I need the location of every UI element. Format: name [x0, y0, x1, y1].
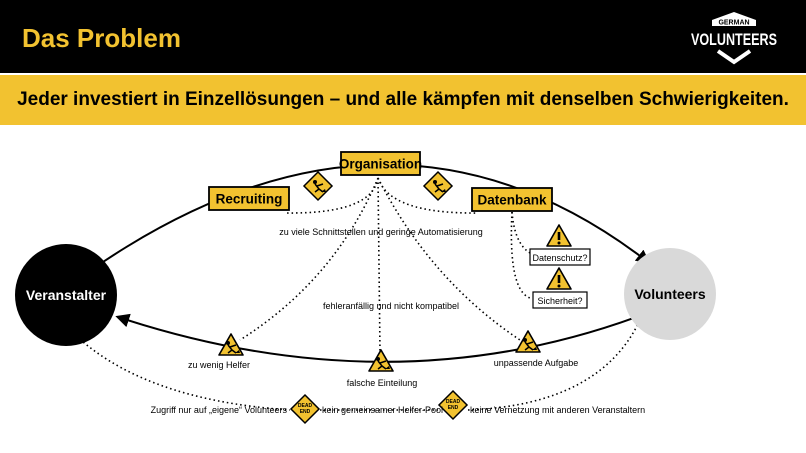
worker-icon [303, 171, 333, 201]
page-title: Das Problem [22, 23, 181, 53]
organisation-box [340, 151, 421, 176]
veranstalter-label: Veranstalter [26, 287, 107, 303]
warning-icon [546, 224, 572, 247]
warning-icon [546, 267, 572, 290]
falsche-einteilung-label: falsche Einteilung [347, 378, 418, 388]
header-bar: Das Problem GERMAN VOLUNTEERS [0, 0, 806, 73]
datenbank-box [471, 187, 553, 212]
dead-end-item-1: Zugriff nur auf „eigene“ Volunteers [151, 405, 288, 415]
organisation-label: Organisation [339, 157, 422, 172]
dead-end-item-2: kein gemeinsamer Helfer-Pool [322, 405, 443, 415]
datenschutz-box [529, 248, 591, 266]
dotted-connectors [69, 177, 641, 411]
sicherheit-box [532, 291, 588, 309]
dead-end-word-2: END [448, 405, 459, 411]
dead-end-word-1: DEAD [446, 399, 461, 405]
dead-end-word-1: DEAD [298, 403, 313, 409]
bottom-arc-connector [115, 309, 656, 363]
fehleranfaellig-label: fehleranfällig und nicht kompatibel [323, 301, 459, 311]
recruiting-label: Recruiting [216, 192, 283, 207]
zu-wenig-helfer-label: zu wenig Helfer [188, 360, 250, 370]
logo-top-text: GERMAN [718, 20, 749, 27]
subtitle-bar: Jeder investiert in Einzellösungen – und… [0, 75, 806, 125]
recruiting-box [208, 186, 290, 211]
volunteers-node [624, 248, 716, 340]
veranstalter-node [15, 244, 117, 346]
worker-icon [423, 171, 453, 201]
worker-icon [368, 349, 394, 372]
schnittstellen-label: zu viele Schnittstellen und geringe Auto… [279, 227, 483, 237]
subtitle: Jeder investiert in Einzellösungen – und… [17, 89, 789, 110]
volunteers-label: Volunteers [634, 286, 706, 302]
problem-diagram: Veranstalter Volunteers Organisation Rec… [15, 151, 716, 424]
dead-end-item-3: keine Vernetzung mit anderen Veranstalte… [470, 405, 645, 415]
datenschutz-label: Datenschutz? [532, 253, 587, 263]
unpassende-aufgabe-label: unpassende Aufgabe [494, 358, 579, 368]
worker-icon [515, 330, 541, 353]
sicherheit-label: Sicherheit? [537, 296, 582, 306]
dead-end-word-2: END [300, 409, 311, 415]
datenbank-label: Datenbank [477, 193, 547, 208]
logo-main-text: VOLUNTEERS [691, 30, 777, 49]
german-volunteers-logo: GERMAN VOLUNTEERS [691, 12, 777, 65]
